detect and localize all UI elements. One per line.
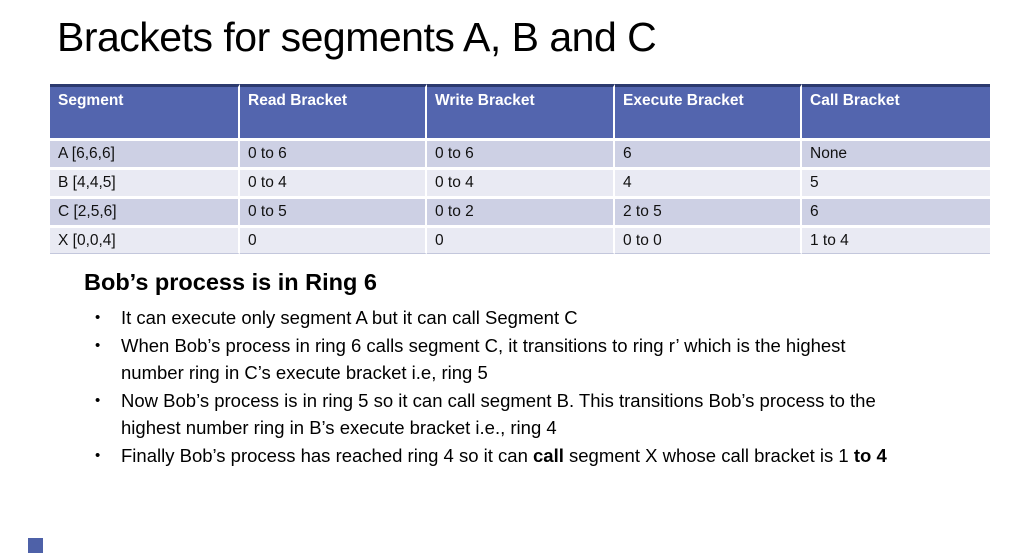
table-cell: 0 to 6 <box>427 138 615 167</box>
bullet-text-segment: When Bob’s process in ring 6 calls segme… <box>121 334 846 384</box>
table-cell: None <box>802 138 990 167</box>
bullet-text: When Bob’s process in ring 6 calls segme… <box>121 332 903 387</box>
table-cell: 0 to 4 <box>427 167 615 196</box>
bullet-text-bold-segment: call <box>533 444 564 466</box>
table-cell: 0 to 0 <box>615 225 802 254</box>
table-header-cell: Call Bracket <box>802 84 990 138</box>
table-cell: 0 <box>240 225 427 254</box>
table-cell: 2 to 5 <box>615 196 802 225</box>
bullet-glyph: • <box>95 309 101 326</box>
bullet-text-bold-segment: to 4 <box>853 444 887 466</box>
bullet-list: • It can execute only segment A but it ca… <box>95 304 903 469</box>
bullet-item: • Finally Bob’s process has reached ring … <box>95 442 903 470</box>
table-cell: A [6,6,6] <box>50 138 240 167</box>
table-cell: B [4,4,5] <box>50 167 240 196</box>
bullet-text-segment: Now Bob’s process is in ring 5 so it can… <box>121 389 876 439</box>
bullet-item: • Now Bob’s process is in ring 5 so it ca… <box>95 387 903 442</box>
table-cell: X [0,0,4] <box>50 225 240 254</box>
table-header-cell: Write Bracket <box>427 84 615 138</box>
section-heading: Bob’s process is in Ring 6 <box>84 269 377 295</box>
slide-title: Brackets for segments A, B and C <box>57 14 657 60</box>
table-cell: C [2,5,6] <box>50 196 240 225</box>
bullet-item: • When Bob’s process in ring 6 calls segm… <box>95 332 903 387</box>
bullet-item: • It can execute only segment A but it ca… <box>95 304 903 332</box>
slide-accent-square <box>28 538 43 553</box>
bullet-text-segment: Finally Bob’s process has reached ring 4… <box>121 444 534 466</box>
table-cell: 4 <box>615 167 802 196</box>
table-cell: 0 to 2 <box>427 196 615 225</box>
table-cell: 5 <box>802 167 990 196</box>
table-cell: 0 to 5 <box>240 196 427 225</box>
table-cell: 6 <box>802 196 990 225</box>
table-cell: 1 to 4 <box>802 225 990 254</box>
table-header-cell: Read Bracket <box>240 84 427 138</box>
table-header-cell: Execute Bracket <box>615 84 802 138</box>
bullet-text-segment: segment X whose call bracket is 1 <box>563 444 854 466</box>
bullet-glyph: • <box>95 446 101 464</box>
bullet-text: It can execute only segment A but it can… <box>121 304 903 332</box>
table-cell: 0 <box>427 225 615 254</box>
table-header-cell: Segment <box>50 84 240 138</box>
bullet-text: Now Bob’s process is in ring 5 so it can… <box>121 387 903 442</box>
bullet-text-segment: It can execute only segment A but it can… <box>121 307 578 328</box>
table-cell: 0 to 4 <box>240 167 427 196</box>
table-cell: 0 to 6 <box>240 138 427 167</box>
bullet-glyph: • <box>95 391 101 409</box>
table-cell: 6 <box>615 138 802 167</box>
bullet-glyph: • <box>95 336 101 354</box>
bullet-text: Finally Bob’s process has reached ring 4… <box>121 442 903 470</box>
